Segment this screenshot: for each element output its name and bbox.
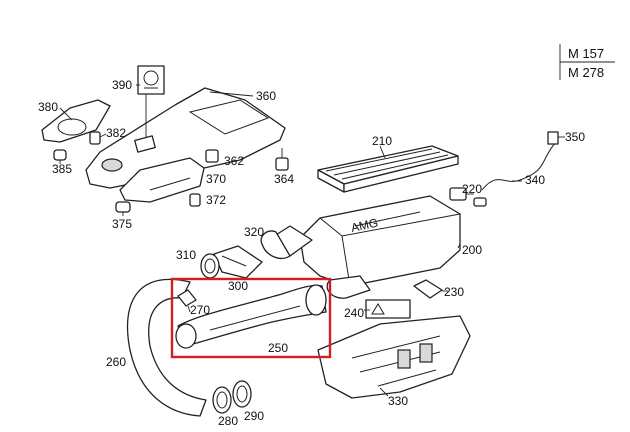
callout-385: 385 <box>52 162 72 176</box>
part-320-intake-hose <box>260 225 313 259</box>
callout-375: 375 <box>112 217 132 231</box>
part-375-mount <box>115 201 131 216</box>
callout-310: 310 <box>176 248 196 262</box>
part-364-clip <box>275 148 289 171</box>
model-code-box: M 157 M 278 <box>559 44 615 80</box>
part-390-emblem <box>134 65 165 153</box>
callout-350: 350 <box>565 130 585 144</box>
part-360-engine-cover <box>85 87 286 189</box>
svg-text:AMG: AMG <box>350 216 380 235</box>
callout-320: 320 <box>244 225 264 239</box>
part-380-cover-piece <box>41 99 111 143</box>
part-230-bracket <box>413 279 448 299</box>
part-240-label <box>364 299 411 319</box>
callout-220: 220 <box>462 182 482 196</box>
callout-362: 362 <box>224 154 244 168</box>
part-250-air-duct <box>175 284 327 349</box>
callout-210: 210 <box>372 134 392 148</box>
part-362-clip <box>205 149 219 163</box>
part-220-sensor <box>449 187 487 207</box>
part-260-intake-pipe <box>126 278 207 417</box>
callout-300: 300 <box>228 279 248 293</box>
model-code-1: M 157 <box>568 46 604 61</box>
highlight-box <box>170 277 332 359</box>
part-385-mount <box>53 149 67 164</box>
part-330-air-guide <box>317 315 471 399</box>
part-310-clamp <box>200 253 220 279</box>
callout-340: 340 <box>525 173 545 187</box>
model-code-2: M 278 <box>568 65 604 80</box>
callout-360: 360 <box>256 89 276 103</box>
callout-390: 390 <box>112 78 132 92</box>
callout-200: 200 <box>462 243 482 257</box>
callout-230: 230 <box>444 285 464 299</box>
part-210-air-filter <box>317 145 459 193</box>
callout-372: 372 <box>206 193 226 207</box>
part-370-side-cover <box>119 157 205 203</box>
part-270-clip <box>177 289 197 313</box>
callout-260: 260 <box>106 355 126 369</box>
part-200-filter-housing: AMG <box>299 195 461 299</box>
callout-280: 280 <box>218 414 238 428</box>
callout-370: 370 <box>206 172 226 186</box>
callout-382: 382 <box>106 126 126 140</box>
part-280-clamp <box>212 386 232 414</box>
callout-240: 240 <box>344 306 364 320</box>
part-340-cable <box>481 131 565 191</box>
callout-250: 250 <box>268 341 288 355</box>
callout-330: 330 <box>388 394 408 408</box>
callout-290: 290 <box>244 409 264 423</box>
callout-270: 270 <box>190 303 210 317</box>
callout-364: 364 <box>274 172 294 186</box>
part-372-clip <box>189 193 201 207</box>
part-382-clip <box>89 131 107 145</box>
part-290-clamp <box>232 380 252 408</box>
callout-380: 380 <box>38 100 58 114</box>
part-300-throttle-hose <box>213 245 263 279</box>
